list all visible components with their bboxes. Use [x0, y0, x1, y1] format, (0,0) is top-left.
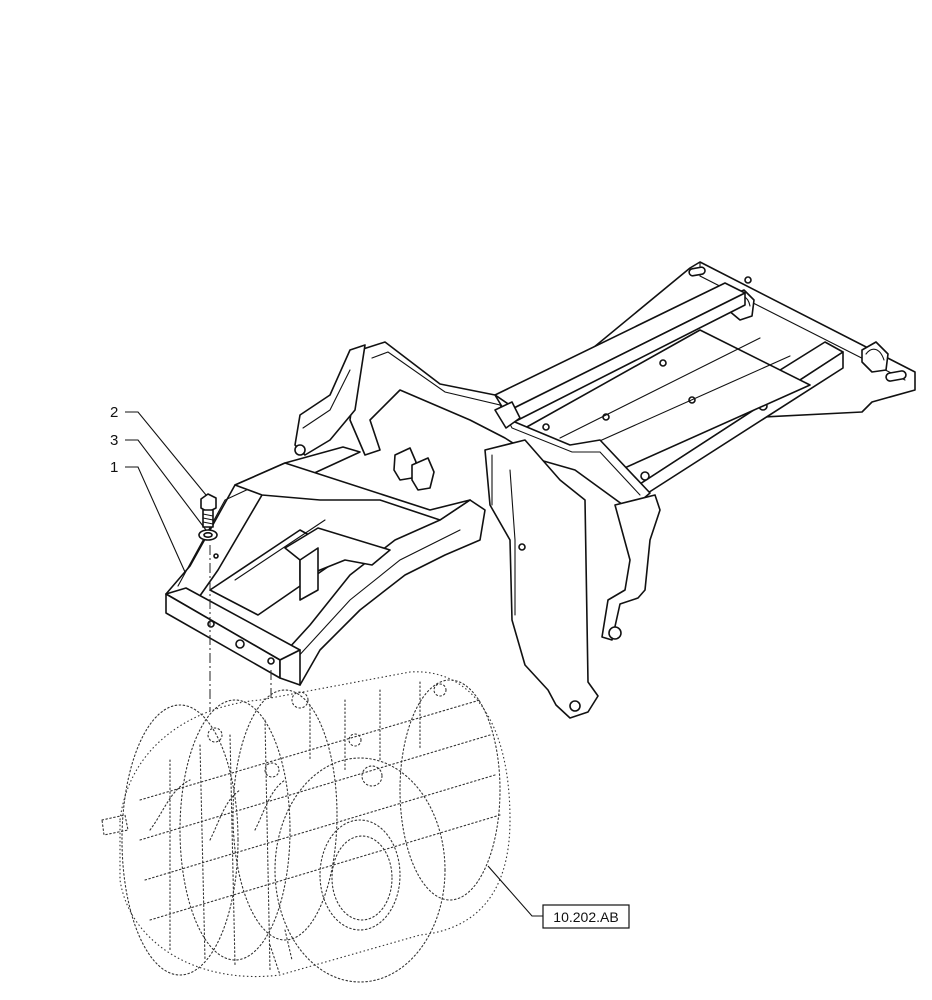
- shield-plate: [484, 439, 599, 719]
- callouts: 2 3 1: [110, 404, 118, 476]
- reference-box[interactable]: 10.202.AB: [542, 904, 630, 929]
- rear-cross-frame: [294, 341, 661, 641]
- lower-frame: [165, 446, 486, 686]
- callout-2: 2: [110, 404, 118, 421]
- callout-1: 1: [110, 459, 118, 476]
- air-filter-phantom: [101, 671, 511, 983]
- callout-3: 3: [110, 432, 118, 449]
- leader-lines: [125, 411, 544, 917]
- bolt-and-washer: [198, 493, 218, 541]
- reference-label: 10.202.AB: [553, 909, 618, 925]
